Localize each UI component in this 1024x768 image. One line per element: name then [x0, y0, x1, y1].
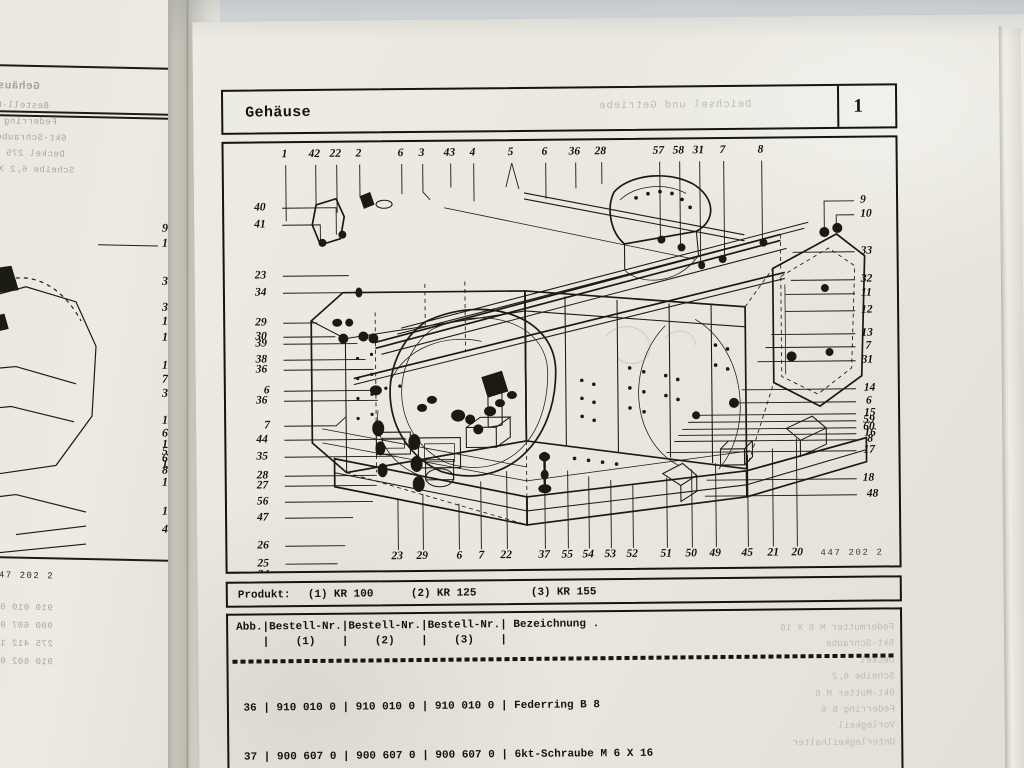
table-row[interactable]: 37 | 900 607 0 | 900 607 0 | 900 607 0 |… — [237, 747, 654, 764]
callout-top-6b: 6 — [541, 145, 548, 158]
callout-left-36: 36 — [255, 363, 268, 376]
callout-right-9: 9 — [860, 193, 866, 206]
page-title: Gehäuse — [245, 103, 312, 122]
left-page-diagram — [0, 265, 97, 555]
callout-right-48: 48 — [866, 487, 879, 500]
callout-bottom-6: 6 — [456, 549, 463, 562]
callout-top-57: 57 — [652, 144, 665, 157]
callout-left-40: 40 — [254, 201, 266, 214]
product-index-3: (3) — [530, 586, 551, 599]
callout-bottom-37: 37 — [538, 548, 551, 561]
callout-right-32: 32 — [860, 272, 873, 285]
table-header-line-1: Abb.|Bestell-Nr.|Bestell-Nr.|Bestell-Nr.… — [236, 618, 600, 634]
callout-right-6: 6 — [865, 394, 872, 407]
callout-right-14: 14 — [863, 381, 876, 394]
callout-bottom-54: 54 — [582, 548, 595, 561]
callout-left-26: 26 — [257, 539, 269, 552]
callout-top-8: 8 — [757, 143, 764, 156]
product-name-2: KR 125 — [436, 587, 477, 600]
callout-bottom-23: 23 — [391, 550, 404, 563]
header-showthrough-text: Deichsel und Getriebe — [598, 98, 752, 113]
callout-bottom-20: 20 — [791, 546, 803, 559]
callout-bottom-21: 21 — [767, 546, 779, 559]
callout-top-28: 28 — [594, 145, 607, 158]
callout-right-7: 7 — [865, 339, 872, 352]
table-header-line-2: | (1) | (2) | (3) | — [236, 634, 507, 649]
right-page: Gehäuse Deichsel und Getriebe 1 .ln { fi… — [192, 13, 1024, 768]
left-page: Gehäuse Bestell-Nr. Federring B 8 6kt-Sc… — [0, 0, 182, 768]
callout-top-6: 6 — [397, 147, 404, 160]
left-page-header-frame — [0, 63, 176, 116]
callout-top-22: 22 — [329, 147, 342, 160]
exploded-view-svg: .ln { fill:none; stroke:#1a1a12; stroke-… — [282, 160, 868, 565]
table-body: 36 | 910 010 0 | 910 010 0 | 910 010 0 |… — [237, 664, 664, 768]
callout-top-1: 1 — [281, 148, 288, 161]
callout-bottom-51: 51 — [660, 547, 673, 560]
callout-bottom-49: 49 — [709, 547, 722, 560]
callout-right-33: 33 — [860, 244, 873, 257]
callout-bottom-55: 55 — [561, 548, 574, 561]
callout-left-56: 56 — [256, 495, 269, 508]
callout-right-12: 12 — [861, 303, 873, 316]
book-crease — [186, 0, 189, 768]
callout-top-4: 4 — [469, 146, 476, 159]
callout-top-31: 31 — [692, 144, 705, 157]
sheet-header: Gehäuse Deichsel und Getriebe 1 — [220, 83, 898, 135]
callout-right-10: 10 — [860, 207, 872, 220]
callout-left-23: 23 — [254, 269, 267, 282]
callout-left-7: 7 — [264, 419, 271, 432]
product-name-1: KR 100 — [333, 588, 374, 601]
callout-top-3: 3 — [418, 146, 425, 159]
product-index-1: (1) — [307, 588, 328, 602]
callout-left-36b: 36 — [255, 394, 268, 407]
left-page-ghost-table-3: 275 412 1 38 — [0, 638, 53, 650]
parts-table: Federmutter M 6 X 16 6kt-Schraube Deckel… — [226, 607, 904, 768]
callout-top-5: 5 — [507, 146, 514, 159]
left-page-ghost-table-4: 910 602 0 39 — [0, 656, 53, 668]
product-name-3: KR 155 — [556, 586, 597, 599]
callout-bottom-7: 7 — [478, 549, 485, 562]
exploded-view-drawing: .ln { fill:none; stroke:#1a1a12; stroke-… — [221, 135, 902, 574]
callout-left-47: 47 — [257, 511, 269, 524]
callout-bottom-50: 50 — [685, 547, 698, 560]
callout-left-44: 44 — [256, 433, 268, 446]
callout-bottom-22: 22 — [500, 549, 513, 562]
callout-bottom-29: 29 — [416, 549, 429, 562]
callout-left-27: 27 — [256, 479, 269, 492]
callout-top-43: 43 — [443, 146, 456, 159]
callout-left-39: 39 — [255, 337, 267, 350]
callout-right-13: 13 — [861, 326, 873, 339]
callout-bottom-53: 53 — [604, 548, 617, 561]
callout-bottom-52: 52 — [626, 547, 639, 560]
left-page-ghost-table-2: 900 607 0 37 — [0, 620, 53, 632]
callout-left-41: 41 — [254, 218, 266, 231]
callout-left-34: 34 — [254, 286, 267, 299]
callout-top-7: 7 — [719, 143, 726, 157]
product-row: Produkt: (1) KR 100 (2) KR 125 (3) KR 15… — [225, 575, 902, 608]
callout-top-36: 36 — [568, 145, 581, 158]
product-index-2: (2) — [410, 587, 431, 601]
drawing-number: 447 202 2 — [820, 547, 884, 559]
table-row[interactable]: 36 | 910 010 0 | 910 010 0 | 910 010 0 |… — [236, 699, 601, 715]
callout-top-2: 2 — [355, 147, 362, 160]
callout-top-42: 42 — [308, 147, 321, 160]
left-page-ghost-table-1: 910 010 0 36 — [0, 602, 53, 614]
catalog-sheet: Gehäuse Deichsel und Getriebe 1 .ln { fi… — [220, 83, 908, 768]
page-number: 1 — [853, 95, 864, 117]
callout-right-17: 17 — [863, 443, 876, 456]
callout-right-11: 11 — [860, 286, 872, 299]
callout-right-31: 31 — [861, 353, 874, 366]
left-page-drawing-number: 447 202 2 — [0, 570, 55, 582]
callout-bottom-45: 45 — [741, 546, 754, 559]
callout-left-29: 29 — [255, 316, 267, 329]
callout-left-35: 35 — [256, 450, 269, 463]
callout-top-58: 58 — [672, 144, 685, 157]
callout-left-24: 24 — [258, 568, 270, 573]
product-label: Produkt: — [237, 589, 291, 602]
callout-right-18: 18 — [862, 471, 875, 484]
